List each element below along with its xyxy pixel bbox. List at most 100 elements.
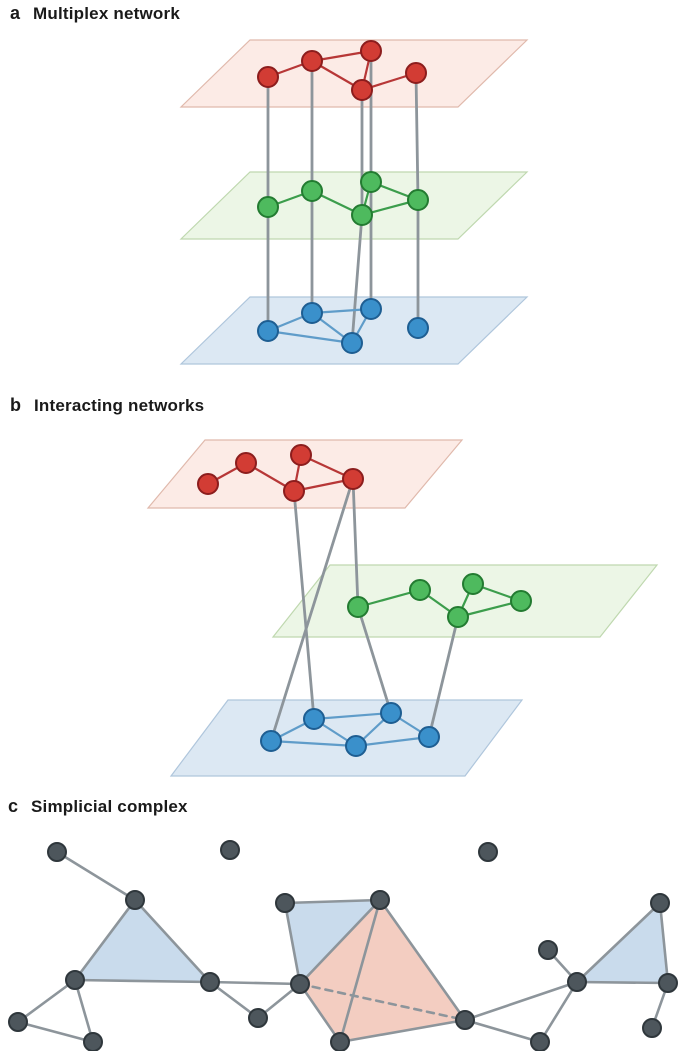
- multiplex-interlayer-edge: [350, 213, 364, 345]
- multiplex-red-node: [301, 50, 323, 72]
- panel-header-a: a Multiplex network: [10, 3, 180, 24]
- interacting-red-node: [197, 473, 219, 495]
- simplicial-node: [455, 1010, 475, 1030]
- simplicial-edge: [283, 898, 382, 905]
- interacting-plane-red: [146, 439, 464, 509]
- simplicial-node: [650, 893, 670, 913]
- panel-header-c: c Simplicial complex: [8, 796, 188, 817]
- simplex-fill-blue: [75, 900, 210, 982]
- interacting-blue-node: [418, 726, 440, 748]
- multiplex-green-node: [407, 189, 429, 211]
- multiplex-plane-green: [179, 171, 529, 240]
- interacting-red-node: [342, 468, 364, 490]
- multiplex-interlayer-edge: [414, 71, 420, 202]
- multiplex-blue-node: [407, 317, 429, 339]
- simplicial-edge: [16, 978, 77, 1024]
- simplicial-edge: [133, 898, 212, 984]
- simplicial-edge: [463, 980, 579, 1022]
- panel-a-title: Multiplex network: [33, 4, 180, 23]
- simplicial-node: [125, 890, 145, 910]
- multiplex-green-node: [301, 180, 323, 202]
- simplicial-edge: [378, 898, 467, 1022]
- interacting-cross-edge: [351, 477, 360, 609]
- interacting-green-node: [347, 596, 369, 618]
- simplicial-node: [248, 1008, 268, 1028]
- multiplex-blue-node: [257, 320, 279, 342]
- simplicial-edge: [298, 898, 382, 986]
- simplicial-edge: [338, 898, 382, 1044]
- simplicial-node: [220, 840, 240, 860]
- multiplex-red-node: [405, 62, 427, 84]
- multiplex-red-node: [360, 40, 382, 62]
- simplicial-node: [83, 1032, 103, 1051]
- simplicial-node: [642, 1018, 662, 1038]
- interacting-red-node: [290, 444, 312, 466]
- multiplex-green-node: [257, 196, 279, 218]
- simplicial-edge: [338, 1018, 467, 1044]
- simplicial-node: [478, 842, 498, 862]
- interacting-cross-edge: [427, 615, 460, 739]
- interacting-red-node: [283, 480, 305, 502]
- interacting-plane-blue: [169, 699, 524, 777]
- panel-a-letter: a: [10, 3, 21, 23]
- simplicial-edge: [73, 978, 212, 984]
- simplicial-edge: [463, 1018, 542, 1044]
- simplicial-edge: [73, 898, 137, 982]
- simplicial-node: [658, 973, 678, 993]
- simplex-fill-blue: [577, 903, 668, 983]
- simplex-fill-red: [300, 900, 465, 1042]
- multiplex-red-node: [351, 79, 373, 101]
- multiplex-red-node: [257, 66, 279, 88]
- multiplex-green-node: [351, 204, 373, 226]
- interacting-blue-node: [260, 730, 282, 752]
- interacting-blue-node: [345, 735, 367, 757]
- simplicial-node: [47, 842, 67, 862]
- simplicial-hidden-edge: [298, 982, 467, 1022]
- multiplex-blue-node: [341, 332, 363, 354]
- simplicial-edge: [538, 980, 579, 1044]
- simplicial-edge: [298, 982, 342, 1044]
- simplicial-node: [567, 972, 587, 992]
- panel-c-letter: c: [8, 796, 19, 816]
- simplicial-edge: [16, 1020, 95, 1044]
- interacting-cross-edge: [269, 477, 355, 743]
- interacting-green-node: [409, 579, 431, 601]
- simplicial-node: [370, 890, 390, 910]
- multiplex-green-node: [360, 171, 382, 193]
- panel-header-b: b Interacting networks: [10, 395, 204, 416]
- multiplex-blue-node: [301, 302, 323, 324]
- simplicial-node: [330, 1032, 350, 1051]
- simplicial-edge: [208, 980, 302, 986]
- simplicial-edge: [575, 980, 670, 985]
- interacting-blue-edge: [269, 739, 358, 748]
- simplicial-edge: [575, 901, 662, 984]
- simplicial-edge: [73, 978, 95, 1044]
- simplicial-node: [538, 940, 558, 960]
- interacting-green-node: [510, 590, 532, 612]
- simplicial-node: [8, 1012, 28, 1032]
- interacting-blue-edge: [354, 735, 431, 748]
- simplicial-node: [65, 970, 85, 990]
- simplicial-node: [200, 972, 220, 992]
- panel-b-title: Interacting networks: [34, 396, 205, 415]
- panel-c-title: Simplicial complex: [31, 797, 188, 816]
- simplicial-node: [530, 1032, 550, 1051]
- interacting-cross-edge: [292, 489, 316, 721]
- simplex-fill-blue: [285, 900, 380, 984]
- simplicial-edge: [283, 901, 302, 986]
- interacting-blue-node: [303, 708, 325, 730]
- simplicial-node: [290, 974, 310, 994]
- interacting-blue-node: [380, 702, 402, 724]
- multiplex-blue-edge: [266, 329, 354, 345]
- interacting-green-node: [462, 573, 484, 595]
- multiplex-blue-node: [360, 298, 382, 320]
- interacting-green-node: [447, 606, 469, 628]
- simplicial-node: [275, 893, 295, 913]
- simplicial-edge: [55, 850, 137, 902]
- interacting-cross-edge: [356, 605, 393, 715]
- interacting-red-node: [235, 452, 257, 474]
- interacting-blue-edge: [312, 711, 393, 721]
- panel-b-letter: b: [10, 395, 21, 415]
